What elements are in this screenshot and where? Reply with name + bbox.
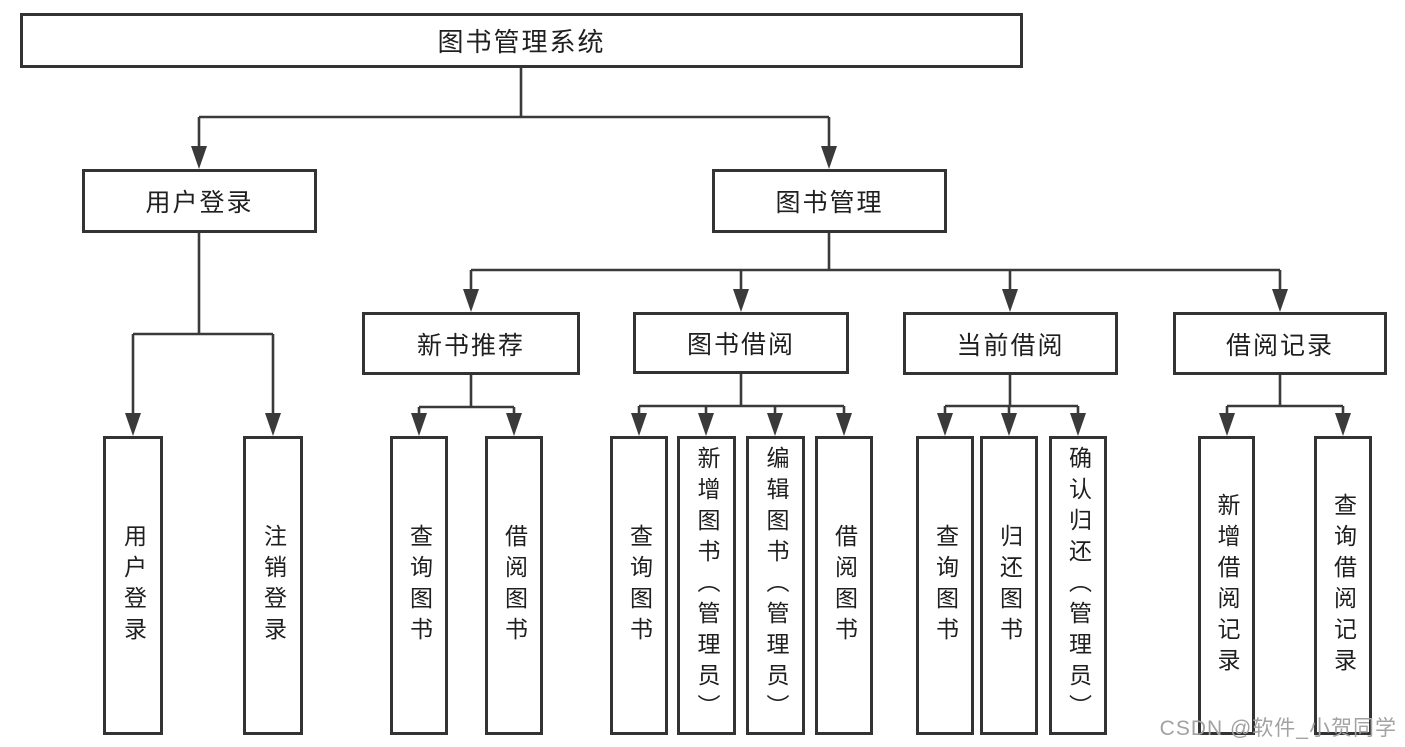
- arrowhead-down-icon: [631, 413, 647, 436]
- node-current-borrowing: 当前借阅: [903, 312, 1118, 375]
- arrowhead-down-icon: [411, 413, 427, 436]
- leaf-query-borrow-record-label: 查询借阅记录: [1330, 492, 1357, 679]
- arrowhead-down-icon: [698, 413, 714, 436]
- leaf-query-books-current: 查询图书: [916, 436, 974, 735]
- node-new-book-recommendation-label: 新书推荐: [416, 331, 525, 360]
- node-user-login-label: 用户登录: [145, 189, 254, 217]
- leaf-add-borrow-record: 新增借阅记录: [1198, 436, 1255, 735]
- leaf-user-login-label: 用户登录: [120, 523, 147, 648]
- connector-new-book-to-leaves: [411, 375, 522, 436]
- connector-path: [637, 374, 846, 414]
- leaf-return-book-label: 归还图书: [996, 523, 1023, 648]
- csdn-watermark: CSDN @软件_小贺同学: [1159, 717, 1397, 740]
- node-library-management-system: 图书管理系统: [20, 13, 1023, 68]
- leaf-borrow-books-recommend-label: 借阅图书: [501, 523, 528, 648]
- connector-path: [1225, 375, 1345, 414]
- node-new-book-recommendation: 新书推荐: [362, 312, 580, 375]
- node-borrowing-records: 借阅记录: [1173, 312, 1387, 375]
- node-library-management-system-label: 图书管理系统: [437, 27, 606, 57]
- arrowhead-down-icon: [821, 146, 837, 169]
- leaf-query-books-recommend: 查询图书: [390, 436, 448, 735]
- arrowhead-down-icon: [1002, 289, 1018, 312]
- node-current-borrowing-label: 当前借阅: [956, 331, 1065, 360]
- connector-user-login-to-leaves: [125, 233, 281, 436]
- leaf-borrow-books-borrowing-label: 借阅图书: [831, 523, 858, 648]
- connector-path: [131, 233, 275, 414]
- arrowhead-down-icon: [506, 413, 522, 436]
- leaf-add-borrow-record-label: 新增借阅记录: [1214, 492, 1240, 679]
- leaf-query-books-recommend-label: 查询图书: [406, 523, 433, 648]
- leaf-query-books-current-label: 查询图书: [932, 523, 959, 648]
- leaf-confirm-return-admin-label: 确认归还（管理员）: [1065, 446, 1092, 725]
- node-borrowing-records-label: 借阅记录: [1225, 331, 1334, 360]
- arrowhead-down-icon: [733, 289, 749, 312]
- leaf-query-borrow-record: 查询借阅记录: [1314, 436, 1372, 735]
- arrowhead-down-icon: [1272, 289, 1288, 312]
- leaf-logout-label: 注销登录: [260, 523, 287, 648]
- node-user-login: 用户登录: [82, 169, 317, 233]
- connector-root-to-level2: [191, 68, 837, 169]
- connector-path: [197, 68, 831, 147]
- leaf-edit-book-admin: 编辑图书（管理员）: [746, 436, 805, 735]
- leaf-borrow-books-borrowing: 借阅图书: [815, 436, 873, 735]
- node-book-management-label: 图书管理: [775, 189, 884, 217]
- leaf-edit-book-admin-label: 编辑图书（管理员）: [763, 446, 789, 725]
- leaf-query-books-borrowing-label: 查询图书: [626, 523, 653, 648]
- node-book-borrowing: 图书借阅: [633, 312, 849, 374]
- arrowhead-down-icon: [1001, 413, 1017, 436]
- leaf-query-books-borrowing: 查询图书: [610, 436, 668, 735]
- connector-path: [469, 233, 1282, 290]
- arrowhead-down-icon: [1335, 413, 1351, 436]
- leaf-user-login: 用户登录: [103, 436, 163, 735]
- connector-book-management-to-level3: [463, 233, 1288, 312]
- arrowhead-down-icon: [1070, 413, 1086, 436]
- connector-borrowing-records-to-leaves: [1219, 375, 1351, 436]
- arrowhead-down-icon: [191, 146, 207, 169]
- arrowhead-down-icon: [836, 413, 852, 436]
- connector-book-borrowing-to-leaves: [631, 374, 852, 436]
- leaf-return-book: 归还图书: [980, 436, 1038, 735]
- leaf-borrow-books-recommend: 借阅图书: [485, 436, 543, 735]
- arrowhead-down-icon: [767, 413, 783, 436]
- arrowhead-down-icon: [937, 413, 953, 436]
- connector-path: [943, 375, 1080, 414]
- connector-path: [417, 375, 516, 414]
- leaf-logout: 注销登录: [243, 436, 303, 735]
- node-book-borrowing-label: 图书借阅: [686, 331, 795, 359]
- leaf-add-book-admin: 新增图书（管理员）: [677, 436, 736, 735]
- leaf-add-book-admin-label: 新增图书（管理员）: [694, 446, 720, 725]
- arrowhead-down-icon: [1219, 413, 1235, 436]
- arrowhead-down-icon: [463, 289, 479, 312]
- node-book-management: 图书管理: [712, 169, 947, 233]
- leaf-confirm-return-admin: 确认归还（管理员）: [1049, 436, 1107, 735]
- connector-current-borrowing-to-leaves: [937, 375, 1086, 436]
- arrowhead-down-icon: [265, 413, 281, 436]
- arrowhead-down-icon: [125, 413, 141, 436]
